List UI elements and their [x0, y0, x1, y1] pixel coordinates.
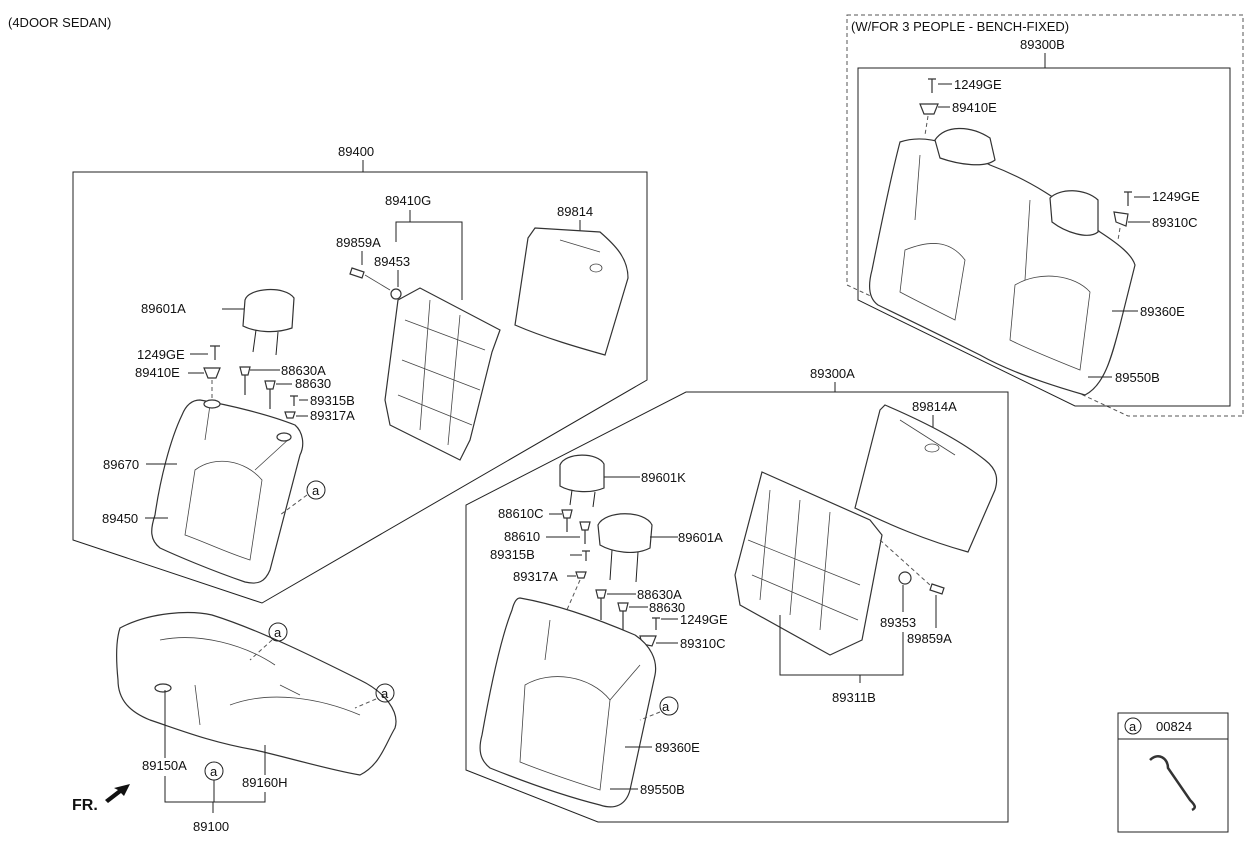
guide-icon-2 [579, 521, 591, 544]
g89300A-guide-c-label: 88610C [498, 506, 544, 521]
guide-c-icon [561, 509, 573, 532]
legend-marker: a [1129, 719, 1137, 734]
option-bracket2-label: 89310C [1152, 215, 1198, 230]
group-89300A: 89300A 89814A 89601K 89601A 88610C 88610… [465, 366, 1009, 823]
clip-a-icon [284, 411, 296, 419]
bracket-icon [919, 103, 939, 115]
g89400-guide-a-label: 88630A [281, 363, 326, 378]
bench-back-shape [868, 138, 1136, 396]
guide-icon [264, 380, 276, 409]
seat-cushion: a a 89150A 89160H a 89100 FR. [72, 611, 397, 834]
g89300A-frame-label: 89311B [832, 690, 876, 705]
g89300A-clip-a-label: 89317A [513, 569, 558, 584]
g89300A-box [465, 391, 1009, 823]
g89300A-assembly-label: 89300A [810, 366, 855, 381]
g89400-back-shape [151, 399, 304, 584]
clip-a-icon-2 [575, 571, 587, 579]
option-cover-label: 89360E [1140, 304, 1185, 319]
group-89400: 89400 89410G 89859A 89453 89814 89601A 1… [72, 144, 648, 604]
bracket-icon-3 [203, 367, 221, 379]
g89300A-cover-label: 89360E [655, 740, 700, 755]
g89400-board-shape [514, 227, 629, 356]
g89300A-headrest-k-label: 89601K [641, 470, 686, 485]
option-bracket-label: 89410E [952, 100, 997, 115]
cushion-marker-icon [268, 622, 288, 642]
front-arrow-icon [105, 784, 130, 803]
g89300A-marker: a [662, 699, 670, 714]
cushion-marker-1: a [274, 625, 282, 640]
g89300A-screw-label: 1249GE [680, 612, 728, 627]
g89300A-board-label: 89814A [912, 399, 957, 414]
option-group: (W/FOR 3 PEOPLE - BENCH-FIXED) 89300B 12… [846, 14, 1244, 417]
g89400-bolt-label: 89859A [336, 235, 381, 250]
g89400-headrest-shape [242, 288, 295, 333]
g89400-clip-b-label: 89315B [310, 393, 355, 408]
g89400-bracket-label: 89410E [135, 365, 180, 380]
g89400-hook-label: 89450 [102, 511, 138, 526]
cushion-right-label: 89160H [242, 775, 288, 790]
lever-icon [390, 288, 402, 300]
front-direction-label: FR. [72, 797, 98, 814]
option-box [857, 67, 1231, 407]
g89300A-guide-label: 88610 [504, 529, 540, 544]
bracket2-icon [1113, 211, 1129, 227]
g89400-frame-shape [384, 287, 501, 461]
cushion-assembly-label: 89100 [193, 819, 229, 834]
g89300A-back-shape [479, 597, 657, 808]
g89400-board-label: 89814 [557, 204, 593, 219]
screw-icon [928, 78, 936, 93]
g89300A-clip-b-label: 89315B [490, 547, 535, 562]
cushion-left-label: 89150A [142, 758, 187, 773]
option-assembly-label: 89300B [1020, 37, 1065, 52]
g89400-marker: a [312, 483, 320, 498]
g89400-screw-label: 1249GE [137, 347, 185, 362]
option-guide-label: 89550B [1115, 370, 1160, 385]
g89400-assembly-label: 89400 [338, 144, 374, 159]
g89400-lever-label: 89453 [374, 254, 410, 269]
legend-box: a 00824 [1117, 712, 1229, 833]
g89300A-bracket-label: 89310C [680, 636, 726, 651]
option-screw-label: 1249GE [954, 77, 1002, 92]
bench-headrest-1 [934, 127, 996, 166]
g89300A-headrest-a-label: 89601A [678, 530, 723, 545]
bench-headrest-2 [1049, 190, 1099, 236]
lever-icon-2 [898, 571, 912, 585]
g89300A-guide2-label: 88630 [649, 600, 685, 615]
g89300A-bolt-label: 89859A [907, 631, 952, 646]
bolt-icon-2 [929, 583, 945, 595]
g89300A-headrest-k-shape [559, 454, 605, 493]
cushion-marker-3: a [210, 764, 218, 779]
clip-b-icon [290, 395, 298, 406]
cushion-marker-icon-2 [375, 683, 395, 703]
clip-b-icon-2 [582, 550, 590, 561]
g89400-frame-label: 89410G [385, 193, 431, 208]
g89300A-frame-shape [734, 471, 883, 656]
bolt-icon [349, 267, 365, 279]
option-screw2-label: 1249GE [1152, 189, 1200, 204]
g89400-guide-label: 88630 [295, 376, 331, 391]
guide-icon-a [239, 366, 251, 395]
g89300A-lever-label: 89353 [880, 615, 916, 630]
g89400-headrest-label: 89601A [141, 301, 186, 316]
cushion-shape [116, 611, 397, 776]
g89400-box [72, 171, 648, 604]
g89300A-headrest-a-shape [597, 513, 653, 554]
cushion-marker-2: a [381, 686, 389, 701]
g89400-back-label: 89670 [103, 457, 139, 472]
g89400-clip-a-label: 89317A [310, 408, 355, 423]
marker-a-icon [306, 480, 326, 500]
g89300A-board-shape [854, 404, 998, 553]
g89300A-guide-b-label: 89550B [640, 782, 685, 797]
hook-icon [1149, 755, 1196, 812]
legend-part-label: 00824 [1156, 719, 1192, 734]
option-dashed-boundary [846, 14, 1244, 417]
option-title: (W/FOR 3 PEOPLE - BENCH-FIXED) [851, 19, 1069, 34]
guide-a2-icon [595, 589, 607, 620]
g89300A-guide-a2-label: 88630A [637, 587, 682, 602]
screw-icon-3 [210, 345, 220, 360]
screw-icon-2 [1124, 191, 1132, 206]
screw-icon-4 [652, 617, 660, 630]
variant-label: (4DOOR SEDAN) [8, 15, 111, 30]
